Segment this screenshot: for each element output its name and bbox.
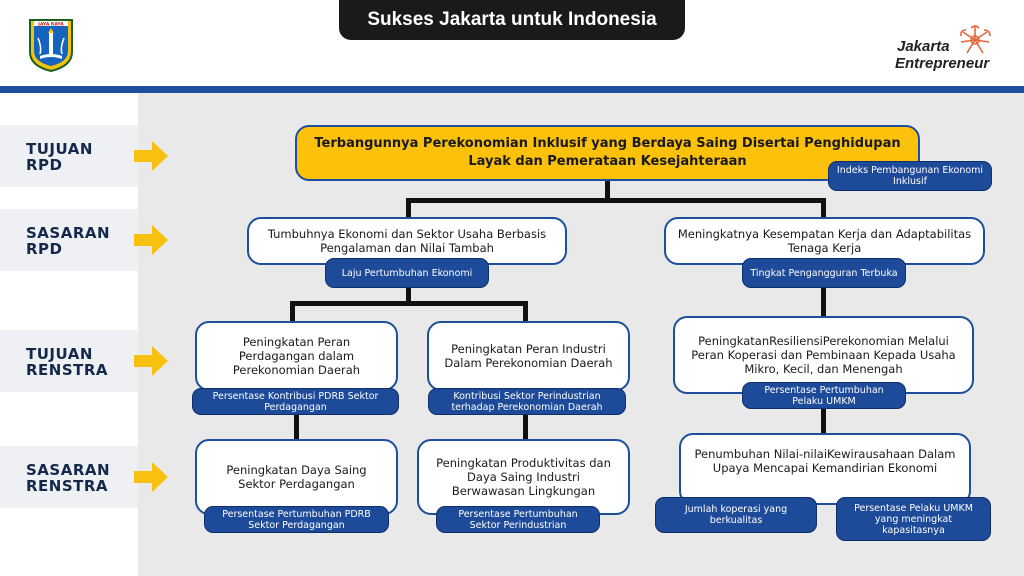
indicator-badge: Persentase Pelaku UMKM yang meningkat ka… — [836, 497, 991, 541]
connector-line — [294, 413, 299, 440]
sasaran-renstra-box: Penumbuhan Nilai-nilaiKewirausahaan Dala… — [679, 433, 971, 505]
level-band-tujuan-rpd — [0, 125, 138, 187]
level-band-sasaran-rpd — [0, 209, 138, 271]
level-label-tujuan-renstra: TUJUAN RENSTRA — [26, 345, 109, 379]
jakarta-entrepreneur-logo: Jakarta Entrepreneur — [893, 24, 1003, 74]
arrow-right-icon — [134, 462, 168, 492]
indicator-badge: Persentase Kontribusi PDRB Sektor Perdag… — [192, 388, 399, 415]
sasaran-renstra-box: Peningkatan Produktivitas dan Daya Saing… — [417, 439, 630, 515]
arrow-right-icon — [134, 346, 168, 376]
level-band-sasaran-renstra — [0, 446, 138, 508]
connector-line — [821, 286, 826, 316]
indicator-badge: Kontribusi Sektor Perindustrian terhadap… — [428, 388, 626, 415]
level-label-sasaran-renstra: SASARAN RENSTRA — [26, 461, 111, 495]
indicator-badge: Laju Pertumbuhan Ekonomi — [325, 258, 489, 288]
connector-line — [406, 198, 826, 203]
tujuan-renstra-box: PeningkatanResiliensiPerekonomian Melalu… — [673, 316, 974, 394]
level-label-sasaran-rpd: SASARAN RPD — [26, 224, 111, 258]
arrow-right-icon — [134, 141, 168, 171]
svg-text:JAYA RAYA: JAYA RAYA — [37, 21, 64, 27]
logo-text-entrepreneur: Entrepreneur — [895, 55, 990, 72]
connector-line — [523, 413, 528, 440]
connector-line — [290, 301, 528, 306]
connector-line — [290, 301, 295, 321]
connector-line — [406, 286, 411, 306]
sasaran-rpd-box: Tumbuhnya Ekonomi dan Sektor Usaha Berba… — [247, 217, 567, 265]
level-label-tujuan-rpd: TUJUAN RPD — [26, 140, 93, 174]
tujuan-rpd-box: Terbangunnya Perekonomian Inklusif yang … — [295, 125, 920, 181]
connector-line — [523, 301, 528, 321]
indicator-badge: Jumlah koperasi yang berkualitas — [655, 497, 817, 533]
header-divider — [0, 86, 1024, 93]
connector-line — [605, 180, 610, 202]
indicator-badge: Indeks Pembangunan Ekonomi Inklusif — [828, 161, 992, 191]
indicator-badge: Tingkat Pengangguran Terbuka — [742, 258, 906, 288]
connector-line — [406, 198, 411, 218]
logo-text-jakarta: Jakarta — [897, 38, 950, 55]
header-title: Sukses Jakarta untuk Indonesia — [339, 0, 685, 40]
tujuan-renstra-box: Peningkatan Peran Perdagangan dalam Pere… — [195, 321, 398, 391]
connector-line — [821, 408, 826, 434]
indicator-badge: Persentase Pertumbuhan PDRB Sektor Perda… — [204, 506, 389, 533]
indicator-badge: Persentase Pertumbuhan Sektor Perindustr… — [436, 506, 600, 533]
page-header: JAYA RAYA Sukses Jakarta untuk Indonesia… — [0, 0, 1024, 86]
level-band-tujuan-renstra — [0, 330, 138, 392]
flower-icon — [960, 25, 991, 54]
connector-line — [821, 198, 826, 218]
indicator-badge: Persentase Pertumbuhan Pelaku UMKM — [742, 382, 906, 409]
arrow-right-icon — [134, 225, 168, 255]
dki-jakarta-logo: JAYA RAYA — [28, 18, 74, 73]
sasaran-rpd-box: Meningkatnya Kesempatan Kerja dan Adapta… — [664, 217, 985, 265]
sasaran-renstra-box: Peningkatan Daya Saing Sektor Perdaganga… — [195, 439, 398, 515]
tujuan-renstra-box: Peningkatan Peran Industri Dalam Perekon… — [427, 321, 630, 391]
